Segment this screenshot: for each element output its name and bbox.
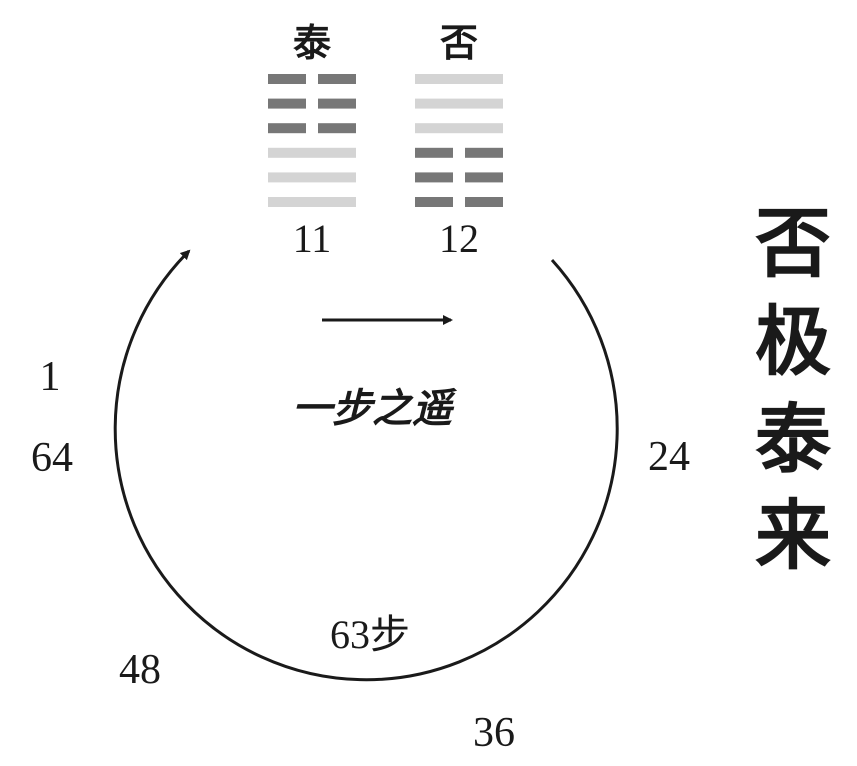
title-char-4: 来 (755, 491, 831, 580)
yang-line (415, 74, 503, 84)
hexagram-tai-name: 泰 (293, 20, 332, 65)
hexagram-tai-lines (268, 74, 356, 207)
yin-line-left (415, 172, 453, 183)
label-36: 36 (473, 710, 515, 756)
hexagram-pi-lines (415, 74, 503, 207)
yin-line-right (318, 123, 356, 134)
yin-line-left (268, 74, 306, 84)
yin-line-left (268, 98, 306, 109)
hexagram-pi-name: 否 (440, 20, 478, 65)
cycle-arc (113, 249, 619, 682)
yin-line-left (415, 197, 453, 207)
yin-line-right (465, 172, 503, 183)
bottom-caption: 63步 (330, 612, 410, 657)
yang-line (415, 123, 503, 134)
vertical-title: 否 极 泰 来 (755, 199, 832, 580)
hexagram-tai: 泰 11 (268, 20, 356, 261)
yin-line-left (268, 123, 306, 134)
yin-line-right (318, 74, 356, 84)
yang-line (268, 172, 356, 183)
label-48: 48 (119, 647, 161, 693)
yin-line-right (465, 147, 503, 158)
yin-line-right (318, 98, 356, 109)
label-1: 1 (40, 354, 61, 400)
yin-line-left (415, 147, 453, 158)
label-64: 64 (31, 435, 73, 481)
hexagram-pi-number: 12 (439, 216, 479, 261)
yang-line (268, 197, 356, 207)
center-caption: 一步之遥 (292, 385, 458, 432)
title-char-1: 否 (755, 199, 831, 288)
title-char-3: 泰 (755, 395, 832, 484)
label-24: 24 (648, 434, 690, 480)
hexagram-pi: 否 12 (415, 20, 503, 261)
yang-line (268, 147, 356, 158)
title-char-2: 极 (755, 297, 831, 386)
hexagram-tai-number: 11 (293, 216, 332, 261)
yang-line (415, 98, 503, 109)
yin-line-right (465, 197, 503, 207)
